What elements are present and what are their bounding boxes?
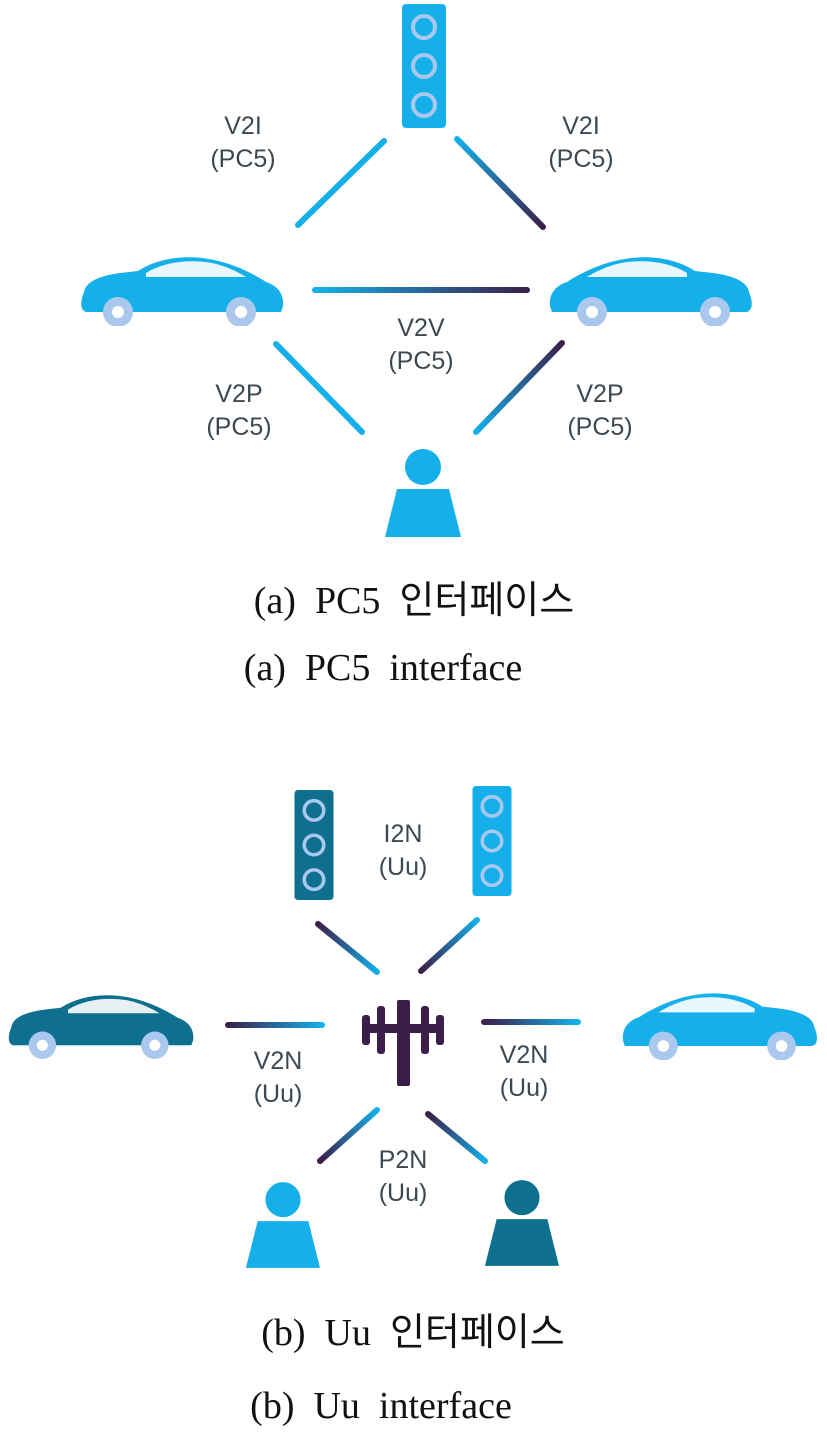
traffic-light-dark-icon (294, 790, 334, 900)
label-p2n: P2N (Uu) (379, 1146, 428, 1207)
label-v2n-left-iface: (Uu) (254, 1080, 303, 1108)
label-v2i-right-name: V2I (562, 112, 600, 140)
label-i2n: I2N (Uu) (379, 820, 428, 881)
label-v2n-right-name: V2N (500, 1041, 549, 1069)
link-v2i-left (295, 138, 387, 228)
panel-a-links (273, 136, 565, 435)
label-v2i-right-iface: (PC5) (548, 145, 613, 173)
right-car-light-icon (622, 993, 817, 1060)
caption-b-korean: (b) Uu 인터페이스 (261, 1312, 565, 1354)
panel-b-links (225, 917, 581, 1164)
label-v2i-left-iface: (PC5) (210, 145, 275, 173)
link-i2n-right (418, 917, 480, 974)
base-station-antenna-icon (362, 1000, 444, 1086)
label-i2n-name: I2N (384, 820, 423, 848)
label-v2n-left: V2N (Uu) (254, 1047, 303, 1108)
label-p2n-iface: (Uu) (379, 1179, 428, 1207)
pedestrian-icon (385, 449, 461, 537)
left-car-icon (81, 257, 284, 326)
label-v2p-left: V2P (PC5) (206, 380, 271, 441)
label-v2v: V2V (PC5) (388, 314, 453, 375)
link-p2n-left (317, 1107, 380, 1164)
label-v2p-left-iface: (PC5) (206, 413, 271, 441)
link-v2p-right (473, 340, 565, 435)
label-v2v-name: V2V (397, 314, 445, 342)
caption-a-korean: (a) PC5 인터페이스 (254, 580, 574, 622)
label-v2i-right: V2I (PC5) (548, 112, 613, 173)
label-v2p-right-name: V2P (576, 380, 623, 408)
link-v2p-left (273, 341, 365, 435)
label-v2p-right: V2P (PC5) (567, 380, 632, 441)
caption-b-english: (b) Uu interface (250, 1385, 512, 1427)
label-v2n-right: V2N (Uu) (500, 1041, 549, 1102)
label-v2i-left: V2I (PC5) (210, 112, 275, 173)
label-i2n-iface: (Uu) (379, 853, 428, 881)
left-car-dark-icon (8, 995, 194, 1059)
link-i2n-left (315, 921, 380, 975)
label-v2i-left-name: V2I (224, 112, 262, 140)
label-v2p-right-iface: (PC5) (567, 413, 632, 441)
label-v2p-left-name: V2P (215, 380, 262, 408)
link-p2n-right (425, 1111, 488, 1164)
traffic-light-light-icon (472, 786, 512, 896)
pedestrian-light-icon (245, 1182, 321, 1268)
caption-a-english: (a) PC5 interface (244, 647, 523, 689)
label-v2v-iface: (PC5) (388, 347, 453, 375)
label-v2n-left-name: V2N (254, 1047, 303, 1075)
label-p2n-name: P2N (379, 1146, 428, 1174)
pedestrian-dark-icon (484, 1180, 560, 1266)
link-v2i-right (454, 136, 546, 230)
label-v2n-right-iface: (Uu) (500, 1074, 549, 1102)
traffic-light-icon (402, 4, 446, 128)
right-car-icon (549, 257, 752, 326)
